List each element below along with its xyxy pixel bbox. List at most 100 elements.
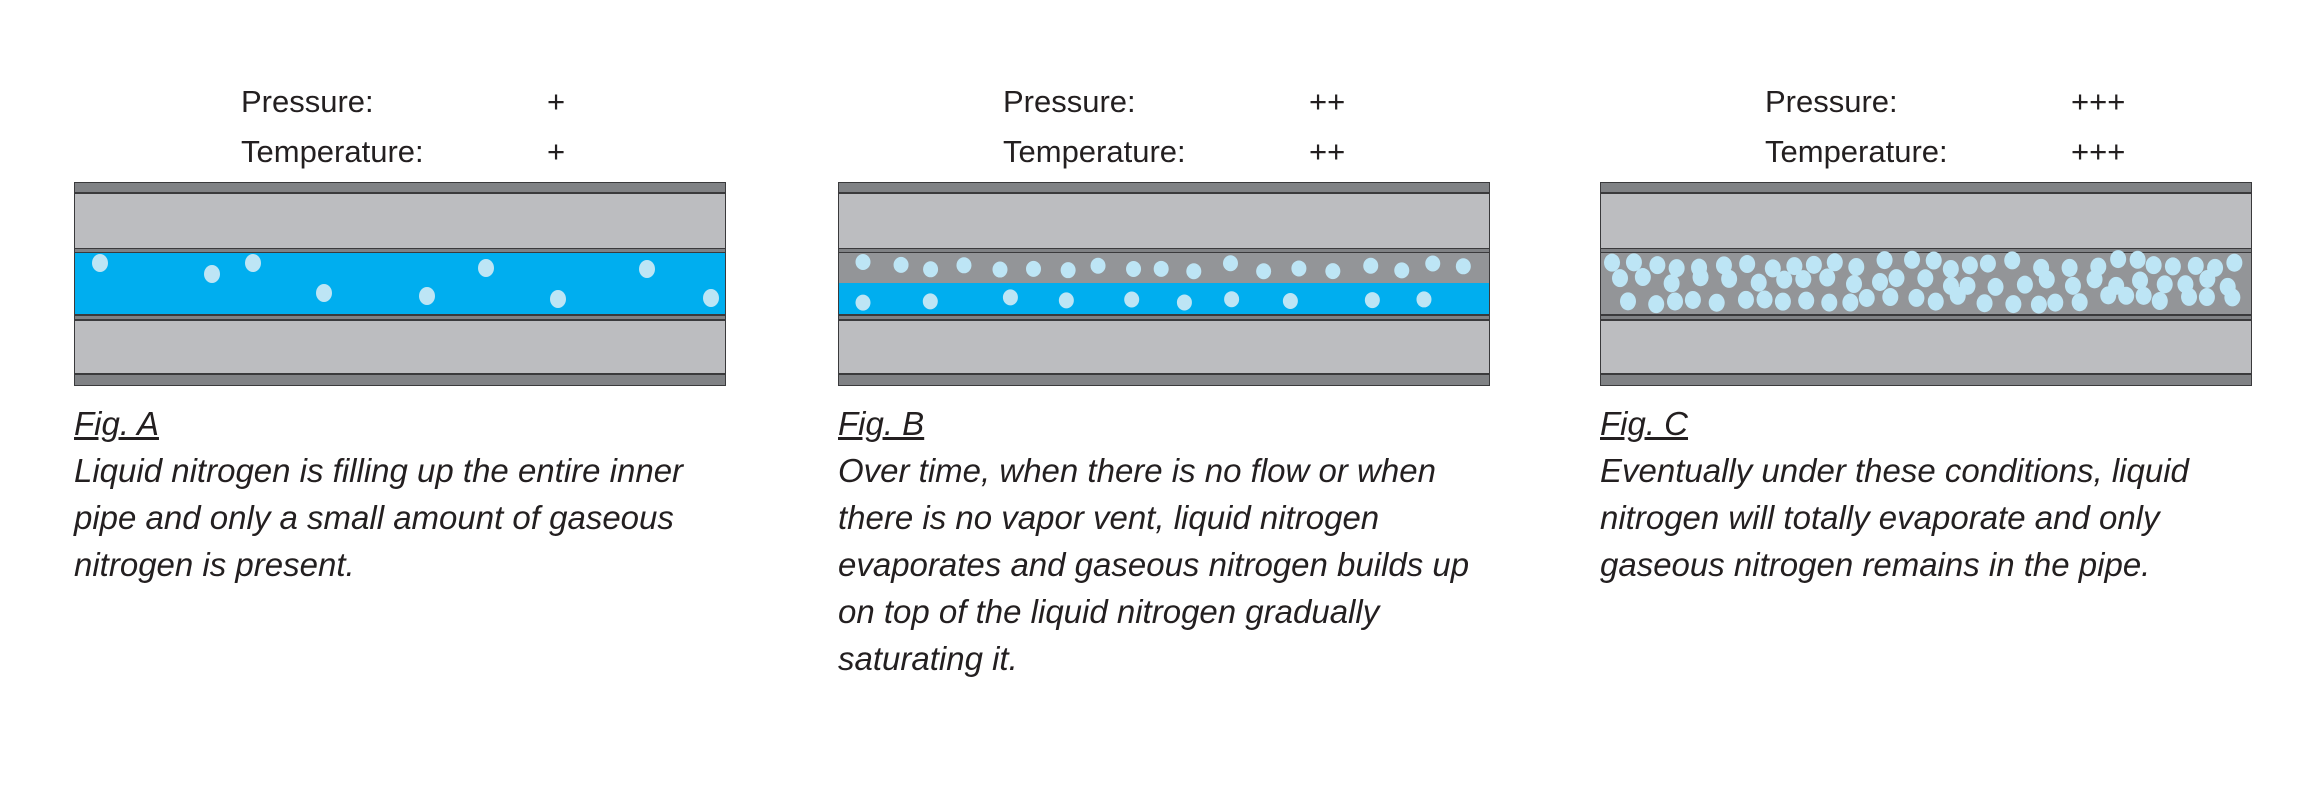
nitrogen-bubble bbox=[92, 254, 108, 272]
nitrogen-bubble bbox=[956, 257, 972, 274]
nitrogen-bubble bbox=[1425, 255, 1441, 272]
temperature-label: Temperature: bbox=[241, 134, 424, 169]
pipe-diagram-liquid bbox=[74, 182, 726, 386]
nitrogen-bubble bbox=[2071, 293, 2088, 312]
pipe-diagram-mixed bbox=[838, 182, 1490, 386]
nitrogen-bubble bbox=[1282, 292, 1298, 309]
insulation-top bbox=[839, 194, 1489, 248]
nitrogen-bubble bbox=[2038, 270, 2055, 289]
nitrogen-bubble bbox=[204, 265, 220, 283]
liquid-nitrogen bbox=[839, 283, 1489, 314]
nitrogen-bubble bbox=[419, 287, 435, 305]
nitrogen-bubble bbox=[1786, 257, 1803, 276]
nitrogen-bubble bbox=[2005, 295, 2022, 314]
nitrogen-bubble bbox=[2110, 250, 2127, 269]
nitrogen-bubble bbox=[2061, 258, 2078, 277]
nitrogen-bubble bbox=[2100, 286, 2117, 305]
temperature-label: Temperature: bbox=[1765, 134, 1948, 169]
nitrogen-bubble bbox=[2224, 288, 2241, 307]
inner-wall-bottom bbox=[839, 316, 1489, 319]
nitrogen-bubble bbox=[2135, 286, 2152, 305]
figure-caption: Eventually under these conditions, liqui… bbox=[1600, 452, 2189, 583]
pressure-label: Pressure: bbox=[1003, 84, 1136, 119]
nitrogen-bubble bbox=[1649, 256, 1666, 275]
nitrogen-bubble bbox=[1904, 250, 1921, 269]
nitrogen-bubble bbox=[2064, 276, 2081, 295]
nitrogen-bubble bbox=[2181, 287, 2198, 306]
inner-wall-top bbox=[839, 249, 1489, 252]
figure-title: Fig. A bbox=[74, 405, 159, 442]
nitrogen-bubble bbox=[1692, 268, 1709, 287]
nitrogen-bubble bbox=[1176, 294, 1192, 311]
nitrogen-bubble bbox=[1826, 253, 1843, 272]
nitrogen-bubble bbox=[2199, 269, 2216, 288]
nitrogen-bubble bbox=[703, 289, 719, 307]
nitrogen-bubble bbox=[1026, 260, 1042, 277]
nitrogen-bubble bbox=[1667, 292, 1684, 311]
pipe-diagram-gas bbox=[1600, 182, 2252, 386]
nitrogen-bubble bbox=[2187, 256, 2204, 275]
insulation-bottom bbox=[1601, 321, 2251, 373]
pressure-value: +++ bbox=[2071, 84, 2126, 119]
nitrogen-bubble bbox=[2129, 250, 2146, 269]
nitrogen-bubble bbox=[2198, 288, 2215, 307]
nitrogen-bubble bbox=[855, 294, 871, 311]
nitrogen-bubble bbox=[245, 254, 261, 272]
nitrogen-bubble bbox=[2016, 275, 2033, 294]
nitrogen-bubble bbox=[639, 260, 655, 278]
outer-wall-top bbox=[839, 183, 1489, 192]
nitrogen-bubble bbox=[1739, 255, 1756, 274]
nitrogen-bubble bbox=[1764, 259, 1781, 278]
nitrogen-bubble bbox=[1663, 274, 1680, 293]
nitrogen-bubble bbox=[855, 254, 871, 271]
outer-wall-bottom bbox=[1601, 375, 2251, 385]
nitrogen-bubble bbox=[1256, 263, 1272, 280]
nitrogen-bubble bbox=[1186, 263, 1202, 280]
nitrogen-bubble bbox=[1798, 291, 1815, 310]
nitrogen-bubble bbox=[1604, 253, 1620, 272]
nitrogen-bubble bbox=[478, 259, 494, 277]
nitrogen-bubble bbox=[1846, 275, 1863, 294]
figure-caption: Over time, when there is no flow or when… bbox=[838, 452, 1470, 677]
nitrogen-bubble bbox=[1976, 294, 1993, 313]
nitrogen-bubble bbox=[2151, 292, 2168, 311]
nitrogen-bubble bbox=[316, 284, 332, 302]
nitrogen-bubble bbox=[1363, 257, 1379, 274]
figure-b: Pressure: ++ Temperature: ++ Fig. B Over… bbox=[838, 0, 1498, 786]
nitrogen-bubble bbox=[1987, 277, 2004, 296]
nitrogen-bubble bbox=[1848, 257, 1865, 276]
nitrogen-bubble bbox=[2164, 257, 2181, 276]
nitrogen-bubble bbox=[1708, 293, 1725, 312]
inner-wall-bottom bbox=[75, 316, 725, 319]
nitrogen-bubble bbox=[1325, 263, 1341, 280]
insulation-bottom bbox=[75, 321, 725, 373]
figure-title: Fig. B bbox=[838, 405, 925, 442]
nitrogen-bubble bbox=[1364, 292, 1380, 309]
figure-title: Fig. C bbox=[1600, 405, 1689, 442]
nitrogen-bubble bbox=[2132, 271, 2149, 290]
nitrogen-bubble bbox=[1222, 255, 1238, 272]
outer-wall-bottom bbox=[75, 375, 725, 385]
inner-wall-top bbox=[1601, 249, 2251, 252]
nitrogen-bubble bbox=[1737, 290, 1754, 309]
nitrogen-bubble bbox=[1750, 273, 1767, 292]
figure-a: Pressure: + Temperature: + Fig. A Liquid… bbox=[74, 0, 734, 786]
nitrogen-bubble bbox=[1634, 268, 1651, 287]
figure-c: Pressure: +++ Temperature: +++ Fig. C Ev… bbox=[1600, 0, 2260, 786]
nitrogen-bubble bbox=[1625, 253, 1642, 272]
nitrogen-bubble bbox=[1925, 251, 1942, 270]
nitrogen-bubble bbox=[2086, 270, 2103, 289]
nitrogen-bubble bbox=[1942, 259, 1959, 278]
outer-wall-top bbox=[1601, 183, 2251, 192]
inner-wall-top bbox=[75, 249, 725, 252]
nitrogen-bubble bbox=[1648, 295, 1665, 314]
nitrogen-bubble bbox=[1126, 260, 1142, 277]
pressure-label: Pressure: bbox=[241, 84, 374, 119]
pressure-value: + bbox=[547, 84, 566, 119]
nitrogen-bubble bbox=[1961, 256, 1978, 275]
nitrogen-bubble bbox=[1821, 293, 1838, 312]
temperature-label: Temperature: bbox=[1003, 134, 1186, 169]
insulation-top bbox=[1601, 194, 2251, 248]
nitrogen-bubble bbox=[1805, 255, 1822, 274]
nitrogen-bubble bbox=[1612, 269, 1628, 288]
